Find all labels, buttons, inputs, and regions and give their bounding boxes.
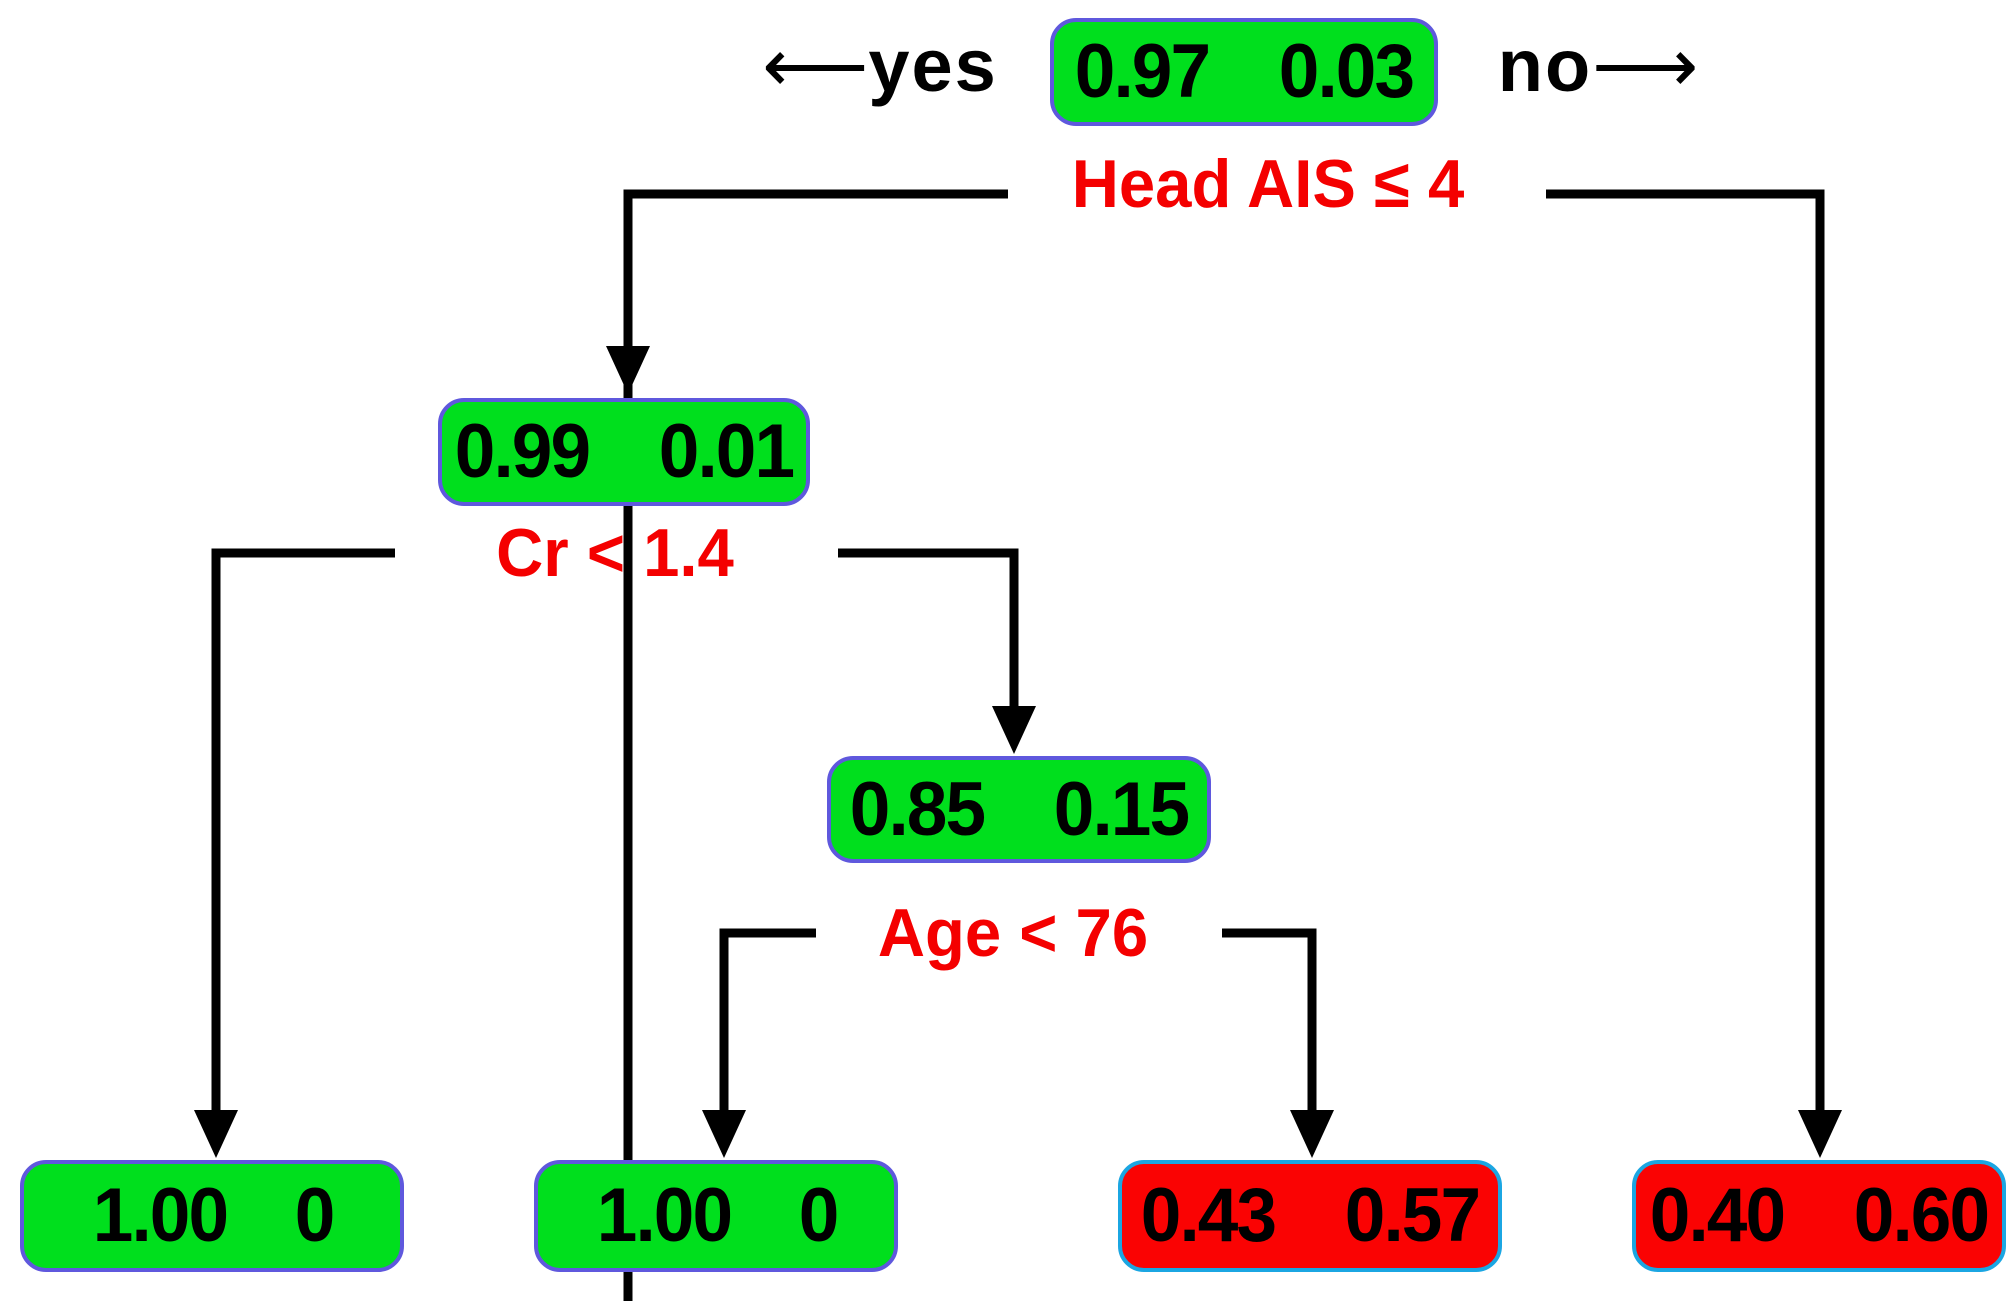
arrowhead [1798,1110,1842,1158]
yes-branch-label: ⟵yes [762,29,998,103]
node-value-right: 0.01 [658,409,795,494]
branch-line-split3-yes [719,928,816,1114]
internal-node-cr: 0.99 0.01 [438,398,810,506]
root-node: 0.97 0.03 [1050,18,1438,126]
node-value-left: 0.43 [1140,1173,1277,1258]
yes-branch-word: yes [868,24,998,107]
right-arrow-icon: ⟶ [1592,24,1699,107]
no-branch-label: no⟶ [1498,29,1699,103]
split-label-head-ais: Head AIS ≤ 4 [1071,146,1465,222]
arrowhead [992,706,1036,754]
node-value-right: 0 [798,1173,840,1258]
leaf-node-age-no: 0.43 0.57 [1118,1160,1502,1272]
leaf-node-head-ais-no: 0.40 0.60 [1632,1160,2006,1272]
branch-line-split1-no [1546,189,1825,1114]
node-value-right: 0.15 [1053,766,1190,852]
split-label-age: Age < 76 [877,895,1149,971]
branch-line-split2-yes [211,548,395,1114]
node-value-left: 1.00 [92,1173,229,1258]
branch-line-split2-no [838,548,1019,710]
split-label-cr: Cr < 1.4 [496,515,734,591]
node-value-right: 0.60 [1853,1173,1990,1258]
node-value-left: 0.40 [1649,1173,1786,1258]
branch-line-split3-no [1222,928,1317,1114]
branch-line-split1-yes [623,189,1008,1301]
no-branch-word: no [1497,24,1593,107]
leaf-node-age-yes: 1.00 0 [534,1160,898,1272]
arrowhead [194,1110,238,1158]
left-arrow-icon: ⟵ [762,24,869,107]
leaf-node-cr-yes: 1.00 0 [20,1160,404,1272]
arrowhead [1290,1110,1334,1158]
node-value-right: 0.03 [1278,29,1415,114]
node-value-right: 0.57 [1344,1173,1481,1258]
arrowhead [606,346,650,394]
node-value-left: 0.97 [1074,29,1211,114]
internal-node-age: 0.85 0.15 [827,756,1211,863]
arrowhead [702,1110,746,1158]
node-value-left: 0.99 [454,409,591,494]
node-value-right: 0 [294,1173,336,1258]
node-value-left: 0.85 [849,766,986,852]
node-value-left: 1.00 [596,1173,733,1258]
